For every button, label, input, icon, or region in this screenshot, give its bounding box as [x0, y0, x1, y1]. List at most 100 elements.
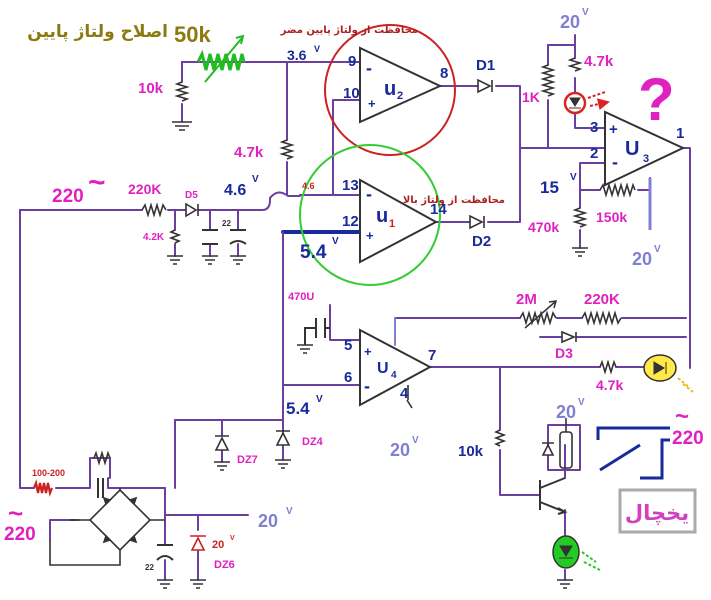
wire-470k: [579, 162, 606, 249]
op-amp-u2: [359, 46, 443, 124]
bridge-outline: [88, 488, 152, 552]
resistor-4-7k-led: [599, 359, 617, 375]
resistor-150k: [599, 182, 636, 198]
resistor-4-7k-ref: [279, 139, 295, 160]
wire-rect-out: [164, 487, 249, 516]
voltage-4-6: 4.6: [224, 182, 246, 199]
fridge-box: [618, 488, 697, 534]
ground-10k: [172, 121, 192, 131]
voltage-20-top-unit: V: [582, 7, 589, 18]
label-r100-200: 100-200: [32, 468, 65, 478]
relay-contact-bottom: [640, 438, 670, 480]
voltage-20-u4: 20: [390, 440, 410, 460]
pot-arrow: [235, 34, 245, 45]
label-r150k: 150k: [596, 209, 627, 225]
pin-1: 1: [676, 125, 684, 142]
voltage-5-4-a-unit: V: [332, 236, 339, 247]
cap-22-bottom: [156, 544, 174, 561]
label-d5: D5: [185, 190, 198, 201]
voltage-20-dz6-unit: V: [230, 535, 235, 542]
resistor-4-2k: [168, 229, 182, 244]
cap-470u: [315, 318, 326, 338]
ground-470k: [572, 247, 588, 257]
potentiometer-50k: [196, 34, 246, 83]
resistor-2m: [519, 310, 557, 326]
wire-u4-pin5: [329, 304, 361, 341]
pin-10: 10: [343, 85, 360, 102]
label-r47k-top: 4.7k: [584, 53, 614, 70]
led-green-rays: [581, 551, 601, 571]
pin-2: 2: [590, 145, 598, 162]
voltage-5-4-b: 5.4: [286, 399, 310, 418]
u2-minus: -: [366, 58, 372, 78]
label-u2: u: [384, 78, 396, 100]
wire-relay-diode: [547, 424, 581, 471]
pin-4: 4: [400, 385, 409, 402]
ac-220-right-tilde: ~: [675, 403, 689, 430]
resistor-220k-feedback: [581, 310, 622, 326]
pin-14: 14: [430, 201, 447, 218]
diode-d1: [477, 78, 493, 94]
diode-d5: [185, 202, 199, 218]
cap-rect-series: [97, 478, 104, 498]
led-yellow-rays: [677, 377, 694, 393]
voltage-20-relay-unit: V: [578, 397, 585, 408]
ground-470u: [297, 344, 313, 354]
label-d2: D2: [472, 233, 491, 250]
pin-12: 12: [342, 213, 359, 230]
led-green-symbol: [559, 545, 573, 559]
label-fridge: یخچال: [625, 501, 689, 525]
label-r42k: 4.2K: [143, 232, 165, 243]
ac-220-right: 220: [672, 428, 704, 449]
voltage-20-top: 20: [560, 12, 580, 32]
pin-3: 3: [590, 119, 598, 136]
resistor-100-200: [32, 479, 54, 497]
ground-symbols: [70, 121, 588, 589]
u3-minus: -: [612, 152, 618, 172]
label-dz7: DZ7: [237, 454, 258, 466]
zener-dz7: [214, 435, 230, 451]
label-c22-bottom: 22: [145, 563, 154, 572]
voltage-20-out: 20: [258, 511, 278, 531]
led-red: [563, 91, 608, 115]
wire-u2-pin10: [332, 99, 361, 196]
resistor-rect-loop: [93, 450, 111, 466]
label-c470u: 470U: [288, 291, 314, 303]
label-r10k-top: 10k: [138, 80, 164, 97]
ac-220-bottom: 220: [4, 524, 36, 545]
resistor-10k-base: [493, 429, 507, 447]
voltage-20-out-unit: V: [286, 506, 293, 517]
voltage-20-u3-unit: V: [654, 244, 661, 255]
zener-dz4: [275, 430, 291, 446]
voltage-20-u3: 20: [632, 249, 652, 269]
relay-contact-switch: [599, 443, 641, 472]
wire-u3-out-rail: [682, 147, 691, 369]
ground-led: [557, 579, 573, 589]
diode-d3: [561, 330, 577, 344]
label-u2-sub: 2: [397, 90, 403, 102]
wires: [19, 34, 691, 581]
pin-13: 13: [342, 177, 359, 194]
question-mark: ?: [638, 66, 675, 133]
label-r47k-ref: 4.7k: [234, 144, 264, 161]
ac-220-bottom-tilde: ~: [8, 498, 23, 528]
pot-2m-arrow: [524, 300, 558, 329]
wire-rect-top: [55, 477, 166, 489]
pin-5: 5: [344, 337, 352, 354]
voltage-4-6-small: 4.6: [302, 181, 315, 191]
led-green: [552, 535, 601, 571]
bridge-diodes: [102, 496, 138, 544]
led-red-ring: [563, 91, 587, 115]
u4-minus: -: [364, 376, 370, 396]
resistor-220k-input: [141, 202, 167, 218]
relay-contact: [596, 426, 670, 480]
led-yellow: [643, 354, 694, 393]
voltage-5-4-b-unit: V: [316, 394, 323, 405]
capacitors: [97, 229, 330, 561]
label-r220k-feedback: 220K: [584, 291, 620, 308]
pin-6: 6: [344, 369, 352, 386]
zener-dz6: [190, 535, 206, 551]
label-u3: U: [625, 138, 639, 160]
label-r1k: 1K: [522, 89, 540, 105]
voltage-4-6-unit: V: [252, 174, 259, 185]
